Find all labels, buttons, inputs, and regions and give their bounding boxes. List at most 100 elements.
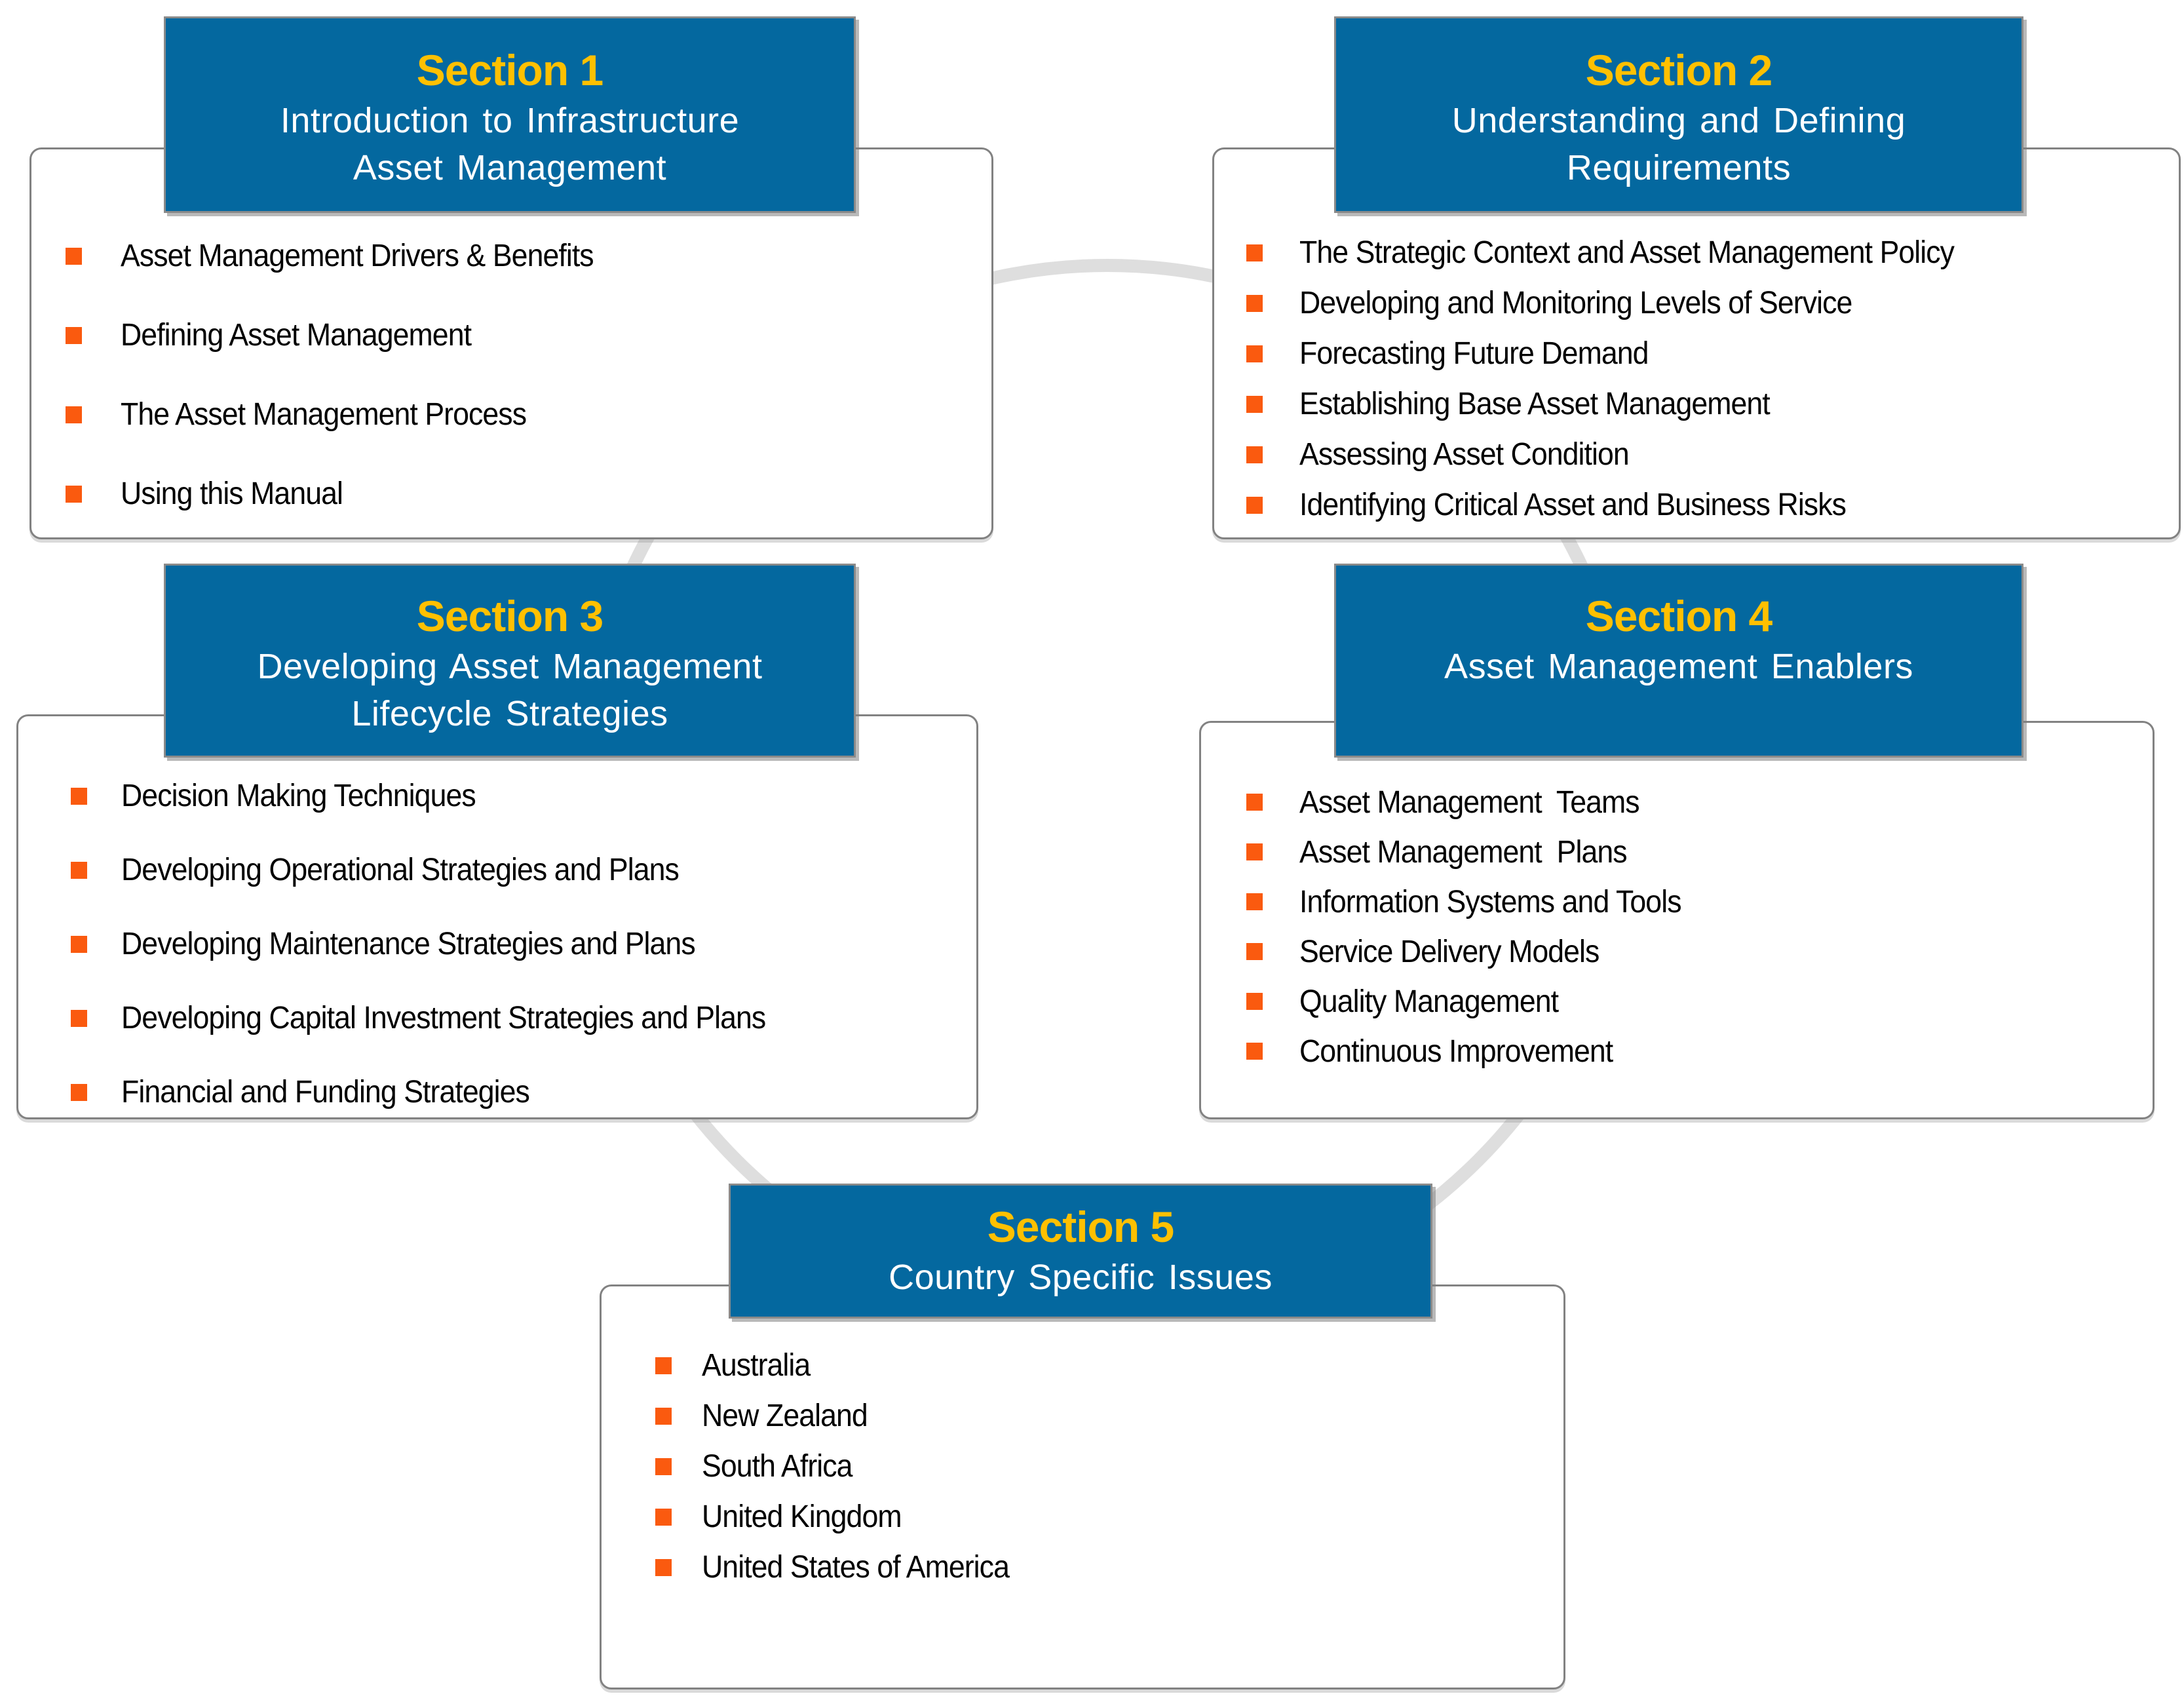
bullet-square-icon — [66, 485, 82, 503]
list-item-label: Continuous Improvement — [1299, 1033, 1613, 1069]
bullet-square-icon — [1246, 843, 1263, 860]
list-item-label: Quality Management — [1299, 984, 1559, 1019]
list-item: Asset Management Teams — [1246, 777, 1710, 827]
list-item-label: Decision Making Techniques — [121, 779, 476, 813]
bullet-square-icon — [1246, 893, 1263, 910]
bullet-square-icon — [655, 1508, 672, 1526]
list-item: Identifying Critical Asset and Business … — [1246, 480, 2003, 530]
bullet-square-icon — [655, 1558, 672, 1576]
section-5-subtitle-line-1: Country Specific Issues — [889, 1258, 1273, 1297]
bullet-square-icon — [66, 406, 82, 423]
list-item: Financial and Funding Strategies — [71, 1055, 814, 1129]
section-4-title: Section 4 — [1585, 592, 1772, 640]
section-3-header: Section 3 Developing Asset Management Li… — [164, 564, 856, 758]
list-item: Australia — [655, 1340, 1032, 1391]
section-3-panel — [16, 714, 978, 1119]
list-item: Asset Management Drivers & Benefits — [66, 216, 629, 296]
list-item-label: Asset Management Teams — [1299, 784, 1640, 820]
section-2-list: The Strategic Context and Asset Manageme… — [1246, 227, 2003, 530]
bullet-square-icon — [1246, 496, 1263, 514]
list-item-label: Financial and Funding Strategies — [121, 1075, 530, 1109]
bullet-square-icon — [1246, 943, 1263, 960]
list-item: The Asset Management Process — [66, 375, 629, 454]
section-2-subtitle-line-2: Requirements — [1566, 148, 1791, 187]
list-item-label: Developing Capital Investment Strategies… — [121, 1001, 766, 1035]
list-item-label: The Strategic Context and Asset Manageme… — [1299, 235, 1955, 270]
bullet-square-icon — [1246, 244, 1263, 261]
section-5-title: Section 5 — [987, 1203, 1174, 1251]
section-1-title: Section 1 — [416, 46, 603, 94]
list-item: Quality Management — [1246, 976, 1710, 1026]
list-item-label: Developing Operational Strategies and Pl… — [121, 853, 680, 887]
bullet-square-icon — [1246, 1043, 1263, 1060]
list-item-label: Identifying Critical Asset and Business … — [1299, 488, 1847, 522]
list-item-label: South Africa — [702, 1449, 853, 1484]
bullet-square-icon — [1246, 993, 1263, 1010]
list-item: Assessing Asset Condition — [1246, 429, 2003, 480]
list-item-label: United Kingdom — [702, 1499, 902, 1534]
bullet-square-icon — [1246, 395, 1263, 413]
list-item: Forecasting Future Demand — [1246, 328, 2003, 379]
list-item-label: Information Systems and Tools — [1299, 884, 1682, 919]
bullet-square-icon — [1246, 446, 1263, 463]
bullet-square-icon — [655, 1407, 672, 1425]
section-3-subtitle-line-1: Developing Asset Management — [257, 647, 763, 686]
list-item: South Africa — [655, 1441, 1032, 1492]
list-item: Developing Operational Strategies and Pl… — [71, 833, 814, 907]
section-2-subtitle-line-1: Understanding and Defining — [1451, 101, 1906, 140]
section-5-header: Section 5 Country Specific Issues — [729, 1184, 1432, 1319]
list-item: United States of America — [655, 1542, 1032, 1592]
bullet-square-icon — [1246, 294, 1263, 312]
list-item: United Kingdom — [655, 1492, 1032, 1542]
bullet-square-icon — [71, 935, 87, 953]
section-2-header: Section 2 Understanding and Defining Req… — [1334, 16, 2023, 213]
list-item-label: Developing Maintenance Strategies and Pl… — [121, 927, 696, 961]
section-1-subtitle-line-2: Asset Management — [353, 148, 667, 187]
bullet-square-icon — [71, 1009, 87, 1027]
section-4-subtitle-line-1: Asset Management Enablers — [1444, 647, 1913, 686]
list-item-label: Service Delivery Models — [1299, 934, 1600, 969]
list-item-label: Developing and Monitoring Levels of Serv… — [1299, 286, 1852, 320]
section-3-list: Decision Making Techniques Developing Op… — [71, 759, 814, 1129]
list-item-label: Defining Asset Management — [121, 318, 472, 353]
bullet-square-icon — [1246, 794, 1263, 811]
list-item: Developing Capital Investment Strategies… — [71, 981, 814, 1055]
section-1-subtitle-line-1: Introduction to Infrastructure — [280, 101, 740, 140]
list-item: New Zealand — [655, 1391, 1032, 1441]
list-item: Establishing Base Asset Management — [1246, 379, 2003, 429]
section-3-title: Section 3 — [416, 592, 603, 640]
section-1-list: Asset Management Drivers & Benefits Defi… — [66, 216, 629, 533]
bullet-square-icon — [66, 247, 82, 265]
list-item: Service Delivery Models — [1246, 927, 1710, 976]
list-item-label: Asset Management Plans — [1299, 834, 1628, 870]
section-5-list: Australia New Zealand South Africa Unite… — [655, 1340, 1032, 1592]
list-item-label: Assessing Asset Condition — [1299, 437, 1630, 472]
list-item-label: The Asset Management Process — [121, 397, 527, 432]
list-item-label: New Zealand — [702, 1399, 868, 1433]
list-item: Defining Asset Management — [66, 296, 629, 375]
bullet-square-icon — [655, 1457, 672, 1475]
list-item-label: Forecasting Future Demand — [1299, 336, 1649, 371]
list-item: Asset Management Plans — [1246, 827, 1710, 877]
section-4-header: Section 4 Asset Management Enablers — [1334, 564, 2023, 758]
list-item: Using this Manual — [66, 454, 629, 533]
bullet-square-icon — [71, 787, 87, 805]
list-item: Information Systems and Tools — [1246, 877, 1710, 927]
bullet-square-icon — [71, 861, 87, 879]
section-1-header: Section 1 Introduction to Infrastructure… — [164, 16, 856, 213]
section-4-list: Asset Management Teams Asset Management … — [1246, 777, 1710, 1076]
bullet-square-icon — [655, 1357, 672, 1374]
list-item-label: Using this Manual — [121, 476, 343, 511]
section-2-title: Section 2 — [1585, 46, 1772, 94]
section-3-subtitle-line-2: Lifecycle Strategies — [351, 694, 668, 733]
list-item-label: Australia — [702, 1348, 811, 1383]
bullet-square-icon — [66, 326, 82, 344]
list-item: Developing and Monitoring Levels of Serv… — [1246, 278, 2003, 328]
list-item: The Strategic Context and Asset Manageme… — [1246, 227, 2003, 278]
list-item: Developing Maintenance Strategies and Pl… — [71, 907, 814, 981]
bullet-square-icon — [1246, 345, 1263, 362]
list-item: Decision Making Techniques — [71, 759, 814, 833]
bullet-square-icon — [71, 1083, 87, 1101]
list-item: Continuous Improvement — [1246, 1026, 1710, 1076]
